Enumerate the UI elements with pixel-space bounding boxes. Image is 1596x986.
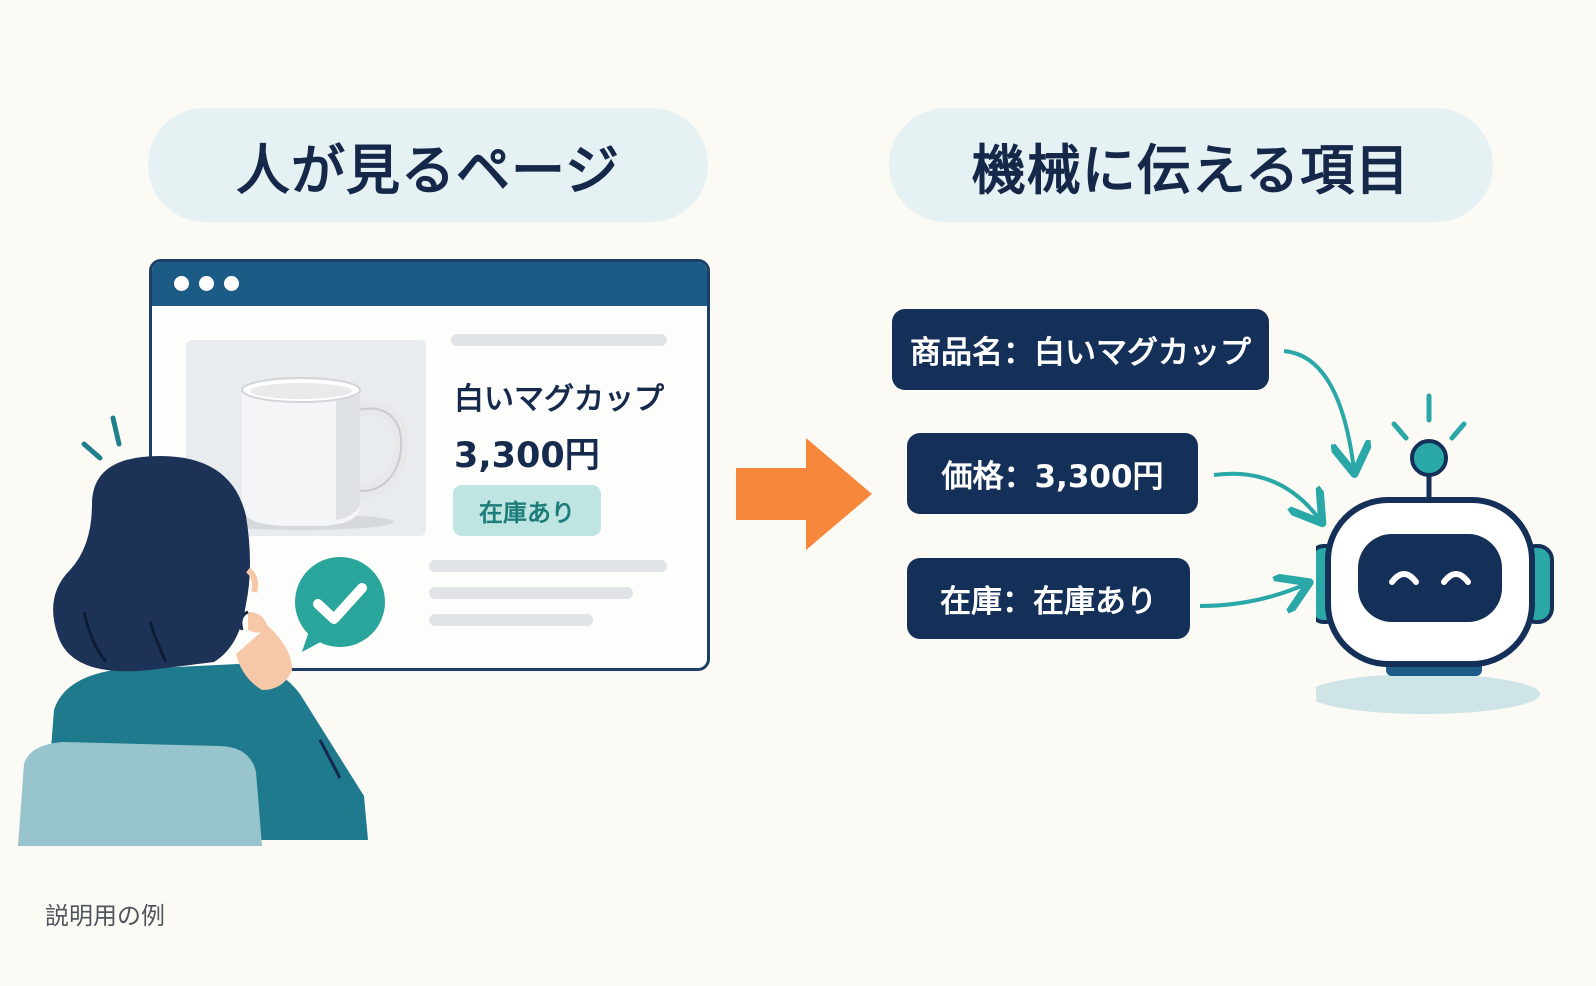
placeholder-line <box>429 614 593 626</box>
person-viewing-illustration <box>18 415 368 846</box>
check-bubble-icon <box>295 557 385 652</box>
placeholder-line <box>429 560 667 572</box>
field-stock: 在庫：在庫あり <box>907 558 1190 639</box>
right-arrow-icon <box>736 438 872 550</box>
field-price: 価格：3,300円 <box>907 433 1198 514</box>
browser-window: 白いマグカップ 3,300円 在庫あり <box>149 259 710 671</box>
window-dot-icon <box>174 276 189 291</box>
field-product-name: 商品名：白いマグカップ <box>892 309 1269 390</box>
stock-badge: 在庫あり <box>453 485 601 536</box>
placeholder-line <box>451 334 667 346</box>
heading-human-page: 人が見るページ <box>148 108 708 222</box>
caption: 説明用の例 <box>45 902 165 930</box>
product-price: 3,300円 <box>454 436 600 476</box>
mug-icon <box>210 377 409 530</box>
browser-title-bar <box>152 262 707 306</box>
placeholder-line <box>429 587 633 599</box>
window-dot-icon <box>224 276 239 291</box>
connector-arrow-stock <box>1199 584 1306 606</box>
heading-machine-fields: 機械に伝える項目 <box>889 108 1493 222</box>
window-dot-icon <box>199 276 214 291</box>
connector-arrow-price <box>1213 471 1320 520</box>
robot-icon <box>1316 393 1554 714</box>
product-name: 白いマグカップ <box>454 382 664 417</box>
